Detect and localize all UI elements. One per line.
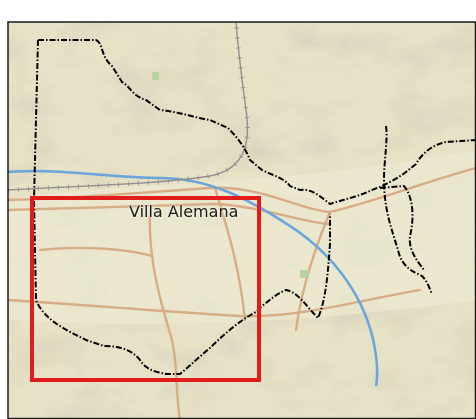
railway-track <box>8 22 250 193</box>
place-label-villa-alemana: Villa Alemana <box>129 202 239 221</box>
park-patch <box>152 72 159 80</box>
dash-dot-boundary <box>33 39 476 375</box>
park-patch <box>300 270 309 278</box>
highlight-box <box>30 196 261 382</box>
river <box>8 169 379 387</box>
